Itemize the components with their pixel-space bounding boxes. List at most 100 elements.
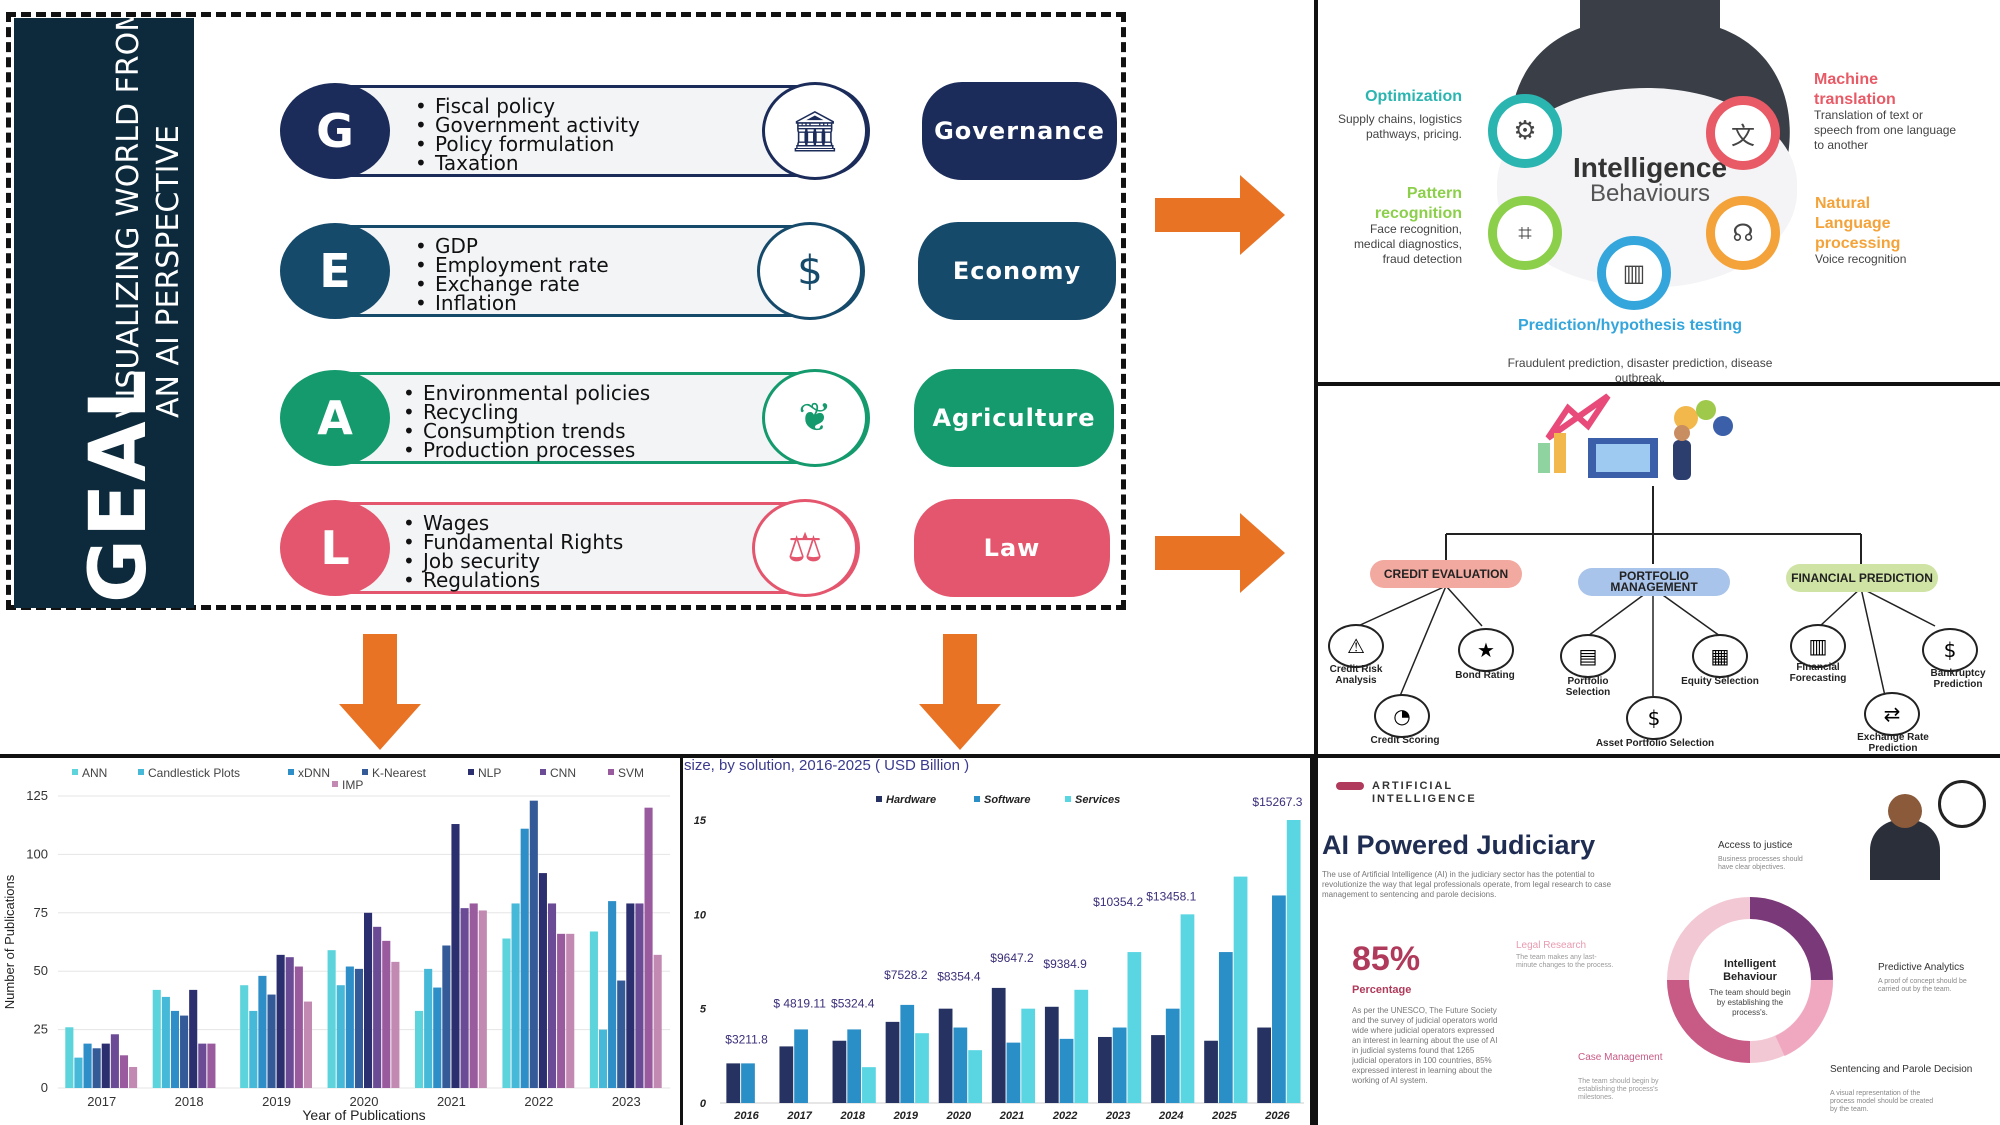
bankruptcy-icon: $	[1922, 628, 1978, 672]
x-tick-label: 2026	[1264, 1110, 1290, 1122]
bar	[74, 1057, 83, 1088]
bar	[424, 968, 433, 1088]
data-label: $10354.2	[1093, 895, 1143, 909]
bar	[65, 1027, 74, 1088]
x-tick-label: 2017	[786, 1110, 812, 1122]
bar	[1074, 989, 1089, 1103]
x-tick-label: 2025	[1211, 1110, 1237, 1122]
bar	[644, 807, 653, 1088]
asset-icon: $	[1626, 696, 1682, 740]
bar	[547, 903, 557, 1088]
data-label: $8354.4	[937, 970, 981, 984]
bar	[478, 910, 487, 1088]
branch-credit-evaluation: CREDIT EVALUATION	[1370, 560, 1522, 588]
x-tick-label: 2022	[524, 1094, 553, 1109]
bar	[240, 985, 249, 1088]
bar	[92, 1048, 101, 1088]
bar	[635, 903, 644, 1088]
arrow-down-icon	[339, 634, 421, 750]
bar	[303, 1001, 312, 1088]
x-tick-label: 2017	[87, 1094, 116, 1109]
bar	[511, 903, 520, 1088]
bar	[180, 1015, 189, 1088]
legend-swatch	[540, 769, 546, 775]
bar	[285, 957, 294, 1088]
center-desc: The team should begin by establishing th…	[1709, 988, 1791, 1017]
bar	[557, 933, 566, 1088]
bar	[598, 1029, 608, 1088]
branch-financial-prediction: FINANCIAL PREDICTION	[1786, 564, 1938, 592]
bar	[433, 987, 442, 1088]
legend-swatch	[468, 769, 474, 775]
finance-illustration	[1538, 393, 1733, 480]
y-tick-label: 25	[34, 1022, 48, 1037]
bar	[152, 989, 161, 1088]
geal-letter: G	[280, 83, 390, 179]
geal-letter: A	[280, 370, 390, 466]
bar	[520, 828, 529, 1088]
y-tick-label: 5	[700, 1004, 707, 1016]
arrow-down-icon	[919, 634, 1001, 750]
legend-label: NLP	[478, 766, 501, 780]
bar	[249, 1010, 258, 1088]
bar	[938, 1008, 953, 1103]
bar	[1218, 952, 1233, 1103]
bar	[391, 961, 400, 1088]
chart-title: size, by solution, 2016-2025 ( USD Billi…	[684, 758, 969, 774]
bar	[382, 940, 391, 1088]
x-tick-label: 2016	[733, 1110, 759, 1122]
machine-translation-desc: Translation of text or speech from one l…	[1814, 108, 1957, 152]
judge-illustration	[1830, 780, 1990, 880]
leaf-credit-scoring: Credit Scoring	[1370, 735, 1440, 746]
legend-swatch	[332, 781, 338, 787]
data-label: $ 4819.11	[773, 996, 826, 1010]
geal-dashed-frame	[6, 12, 1126, 610]
portfolio-icon: ▤	[1560, 634, 1616, 678]
analytics-icon: ▥	[1597, 236, 1671, 310]
bar	[885, 1021, 900, 1103]
y-axis-label: Number of Publications	[2, 874, 17, 1009]
legend-label: SVM	[618, 766, 644, 780]
bar	[529, 800, 538, 1088]
bar	[294, 966, 303, 1088]
leaf-financial-forecasting: Financial Forecasting	[1789, 662, 1847, 684]
data-label: $7528.2	[884, 968, 928, 982]
x-tick-label: 2024	[1158, 1110, 1183, 1122]
legend-swatch	[876, 796, 882, 802]
legend-swatch	[1065, 796, 1071, 802]
bar	[336, 985, 345, 1088]
legend-swatch	[974, 796, 980, 802]
x-tick-label: 2020	[946, 1110, 972, 1122]
bar	[207, 1043, 216, 1088]
exchange-icon: ⇄	[1864, 692, 1920, 736]
bar	[1127, 952, 1142, 1103]
legend-label: Software	[984, 794, 1030, 806]
data-label: $9647.2	[990, 951, 1034, 965]
bar	[1151, 1035, 1165, 1103]
bar	[779, 1046, 794, 1103]
predictive-desc: A proof of concept should be carried out…	[1878, 978, 1967, 993]
bar	[1021, 1008, 1036, 1103]
geal-row-items: Fiscal policyGovernment activityPolicy f…	[415, 96, 640, 173]
legend-label: ANN	[82, 766, 107, 780]
forecast-icon: ▥	[1790, 624, 1846, 668]
bar	[1204, 1040, 1218, 1103]
bar	[198, 1043, 207, 1088]
leaf-asset-portfolio-selection: Asset Portfolio Selection	[1595, 738, 1715, 749]
stat-desc: As per the UNESCO, The Future Society an…	[1352, 1006, 1498, 1085]
divider-vertical	[1310, 756, 1314, 1125]
bar	[1286, 820, 1301, 1103]
judiciary-title: AI Powered Judiciary	[1322, 830, 1596, 860]
bar	[991, 987, 1006, 1103]
geal-row-item: Job security	[403, 551, 623, 571]
prediction-title: Prediction/hypothesis testing	[1517, 317, 1743, 334]
legend-label: Hardware	[886, 794, 936, 806]
geal-sidebar: VISUALIZING WORLD FROM AN AI PERSPECTIVE…	[14, 18, 194, 608]
bar	[415, 1010, 424, 1088]
bar	[119, 1055, 129, 1088]
judiciary-intro: The use of Artificial Intelligence (AI) …	[1322, 870, 1612, 899]
geal-row-items: GDPEmployment rateExchange rateInflation	[415, 236, 609, 313]
brand-mark-icon	[1336, 782, 1364, 790]
geal-row-item: Environmental policies	[403, 383, 650, 403]
